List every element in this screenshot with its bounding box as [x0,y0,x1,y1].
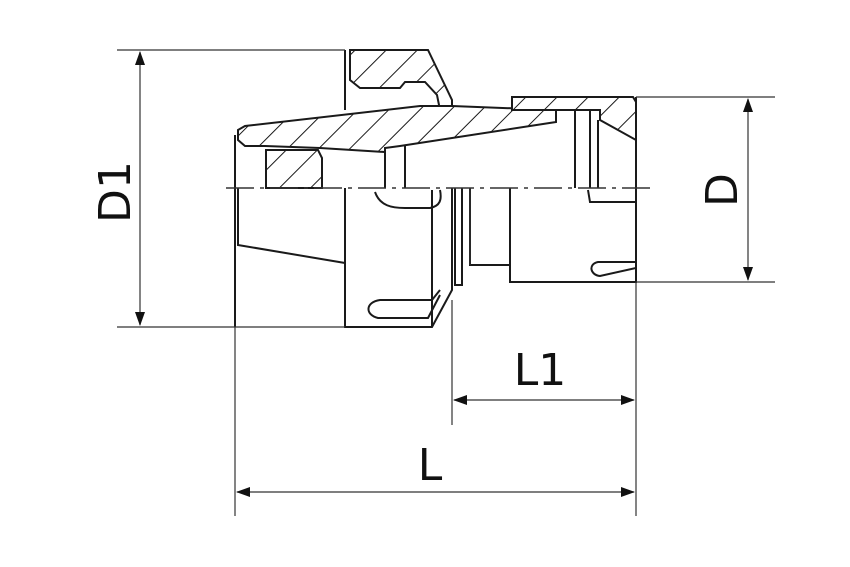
inner-ring-section [265,149,323,189]
right-collet-slot-upper [587,189,636,203]
collet-slot-lower [367,289,441,319]
body-outline [234,97,637,328]
right-nut-section [511,96,637,142]
extension-lines [117,49,775,516]
taper-body-section [237,105,557,154]
l1-label: L1 [514,345,567,396]
d1-label: D1 [90,161,141,223]
d-label: D [697,173,748,207]
l-label: L [418,440,443,491]
clamp-nut-section [349,49,453,111]
collet-slot-upper [374,189,442,209]
right-collet-slot-lower [590,261,637,278]
